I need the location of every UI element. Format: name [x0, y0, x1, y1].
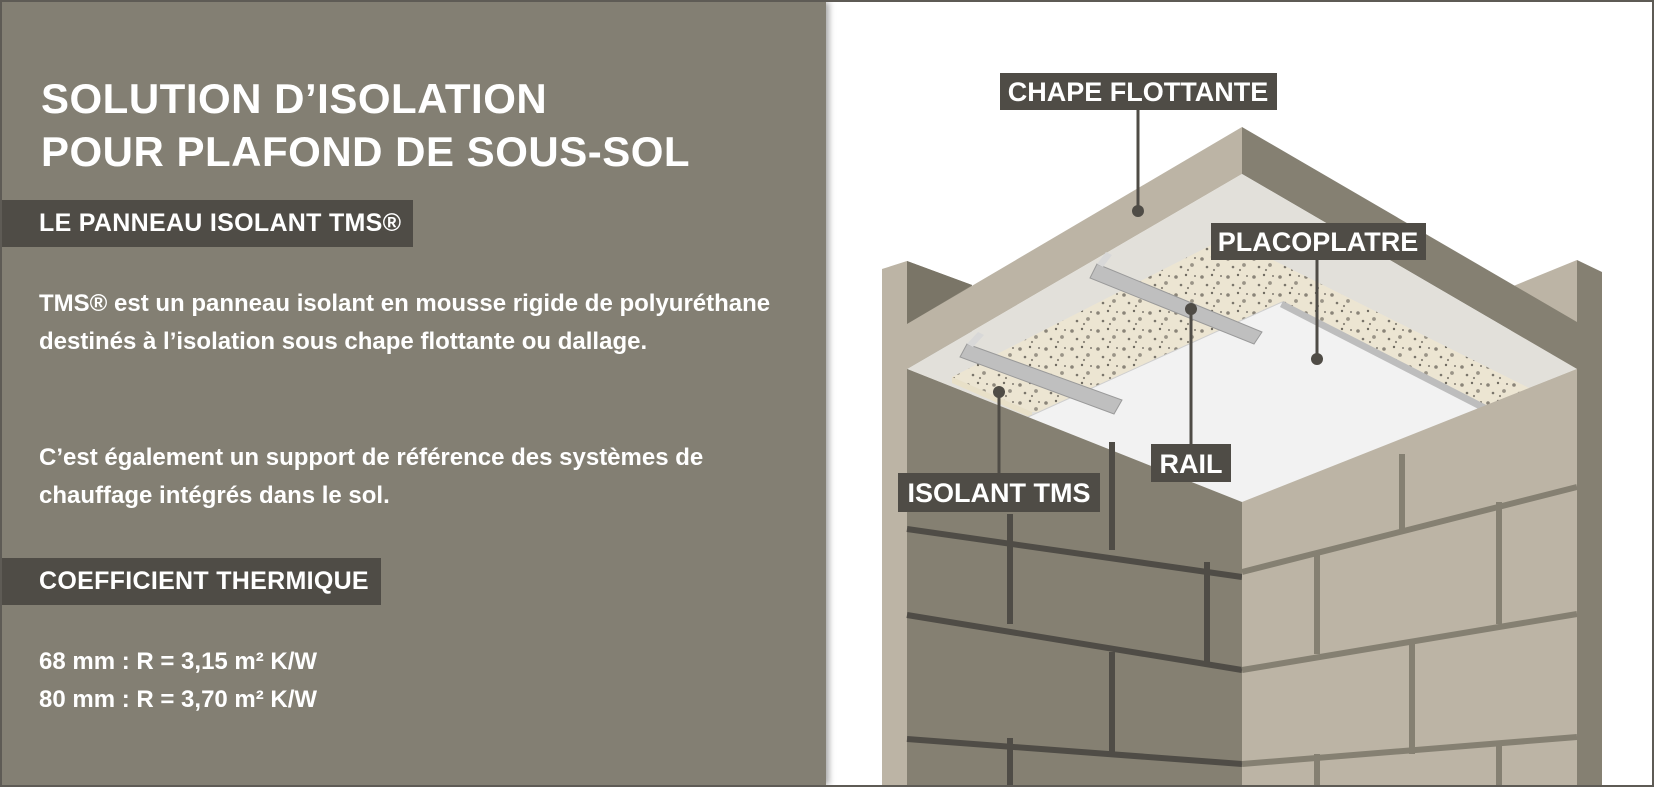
description-paragraph-1: TMS® est un panneau isolant en mousse ri…	[39, 290, 771, 355]
ceiling-diagram: CHAPE FLOTTANTE PLACOPLATRE RAIL ISOLANT…	[826, 2, 1652, 785]
rails	[959, 252, 1500, 418]
label-chape-text: CHAPE FLOTTANTE	[1008, 77, 1268, 107]
title-line-1: SOLUTION D’ISOLATION	[41, 75, 548, 122]
front-block-wall-right	[1241, 369, 1578, 785]
title-line-2: POUR PLAFOND DE SOUS-SOL	[41, 128, 691, 175]
callout-leaders	[993, 108, 1323, 478]
label-isolant-text: ISOLANT TMS	[908, 478, 1091, 508]
label-rail: RAIL	[1151, 444, 1231, 482]
thermal-values: 68 mm : R = 3,15 m² K/W 80 mm : R = 3,70…	[39, 643, 317, 719]
section-heading-coefficient: COEFFICIENT THERMIQUE	[2, 558, 381, 605]
section-heading-panel: LE PANNEAU ISOLANT TMS®	[2, 200, 414, 247]
ceiling-diagram-svg: CHAPE FLOTTANTE PLACOPLATRE RAIL ISOLANT…	[882, 73, 1602, 785]
info-panel: SOLUTION D’ISOLATION POUR PLAFOND DE SOU…	[2, 2, 826, 785]
thermal-value-68mm: 68 mm : R = 3,15 m² K/W	[39, 648, 318, 675]
label-placoplatre-text: PLACOPLATRE	[1218, 227, 1419, 257]
description-paragraph-2: C’est également un support de référence …	[39, 444, 704, 509]
thermal-value-80mm: 80 mm : R = 3,70 m² K/W	[39, 686, 318, 713]
label-rail-text: RAIL	[1160, 449, 1223, 479]
page-title: SOLUTION D’ISOLATION POUR PLAFOND DE SOU…	[41, 72, 690, 178]
label-chape-flottante: CHAPE FLOTTANTE	[1000, 73, 1277, 110]
label-isolant-tms: ISOLANT TMS	[898, 473, 1100, 512]
label-placoplatre: PLACOPLATRE	[1211, 223, 1426, 260]
